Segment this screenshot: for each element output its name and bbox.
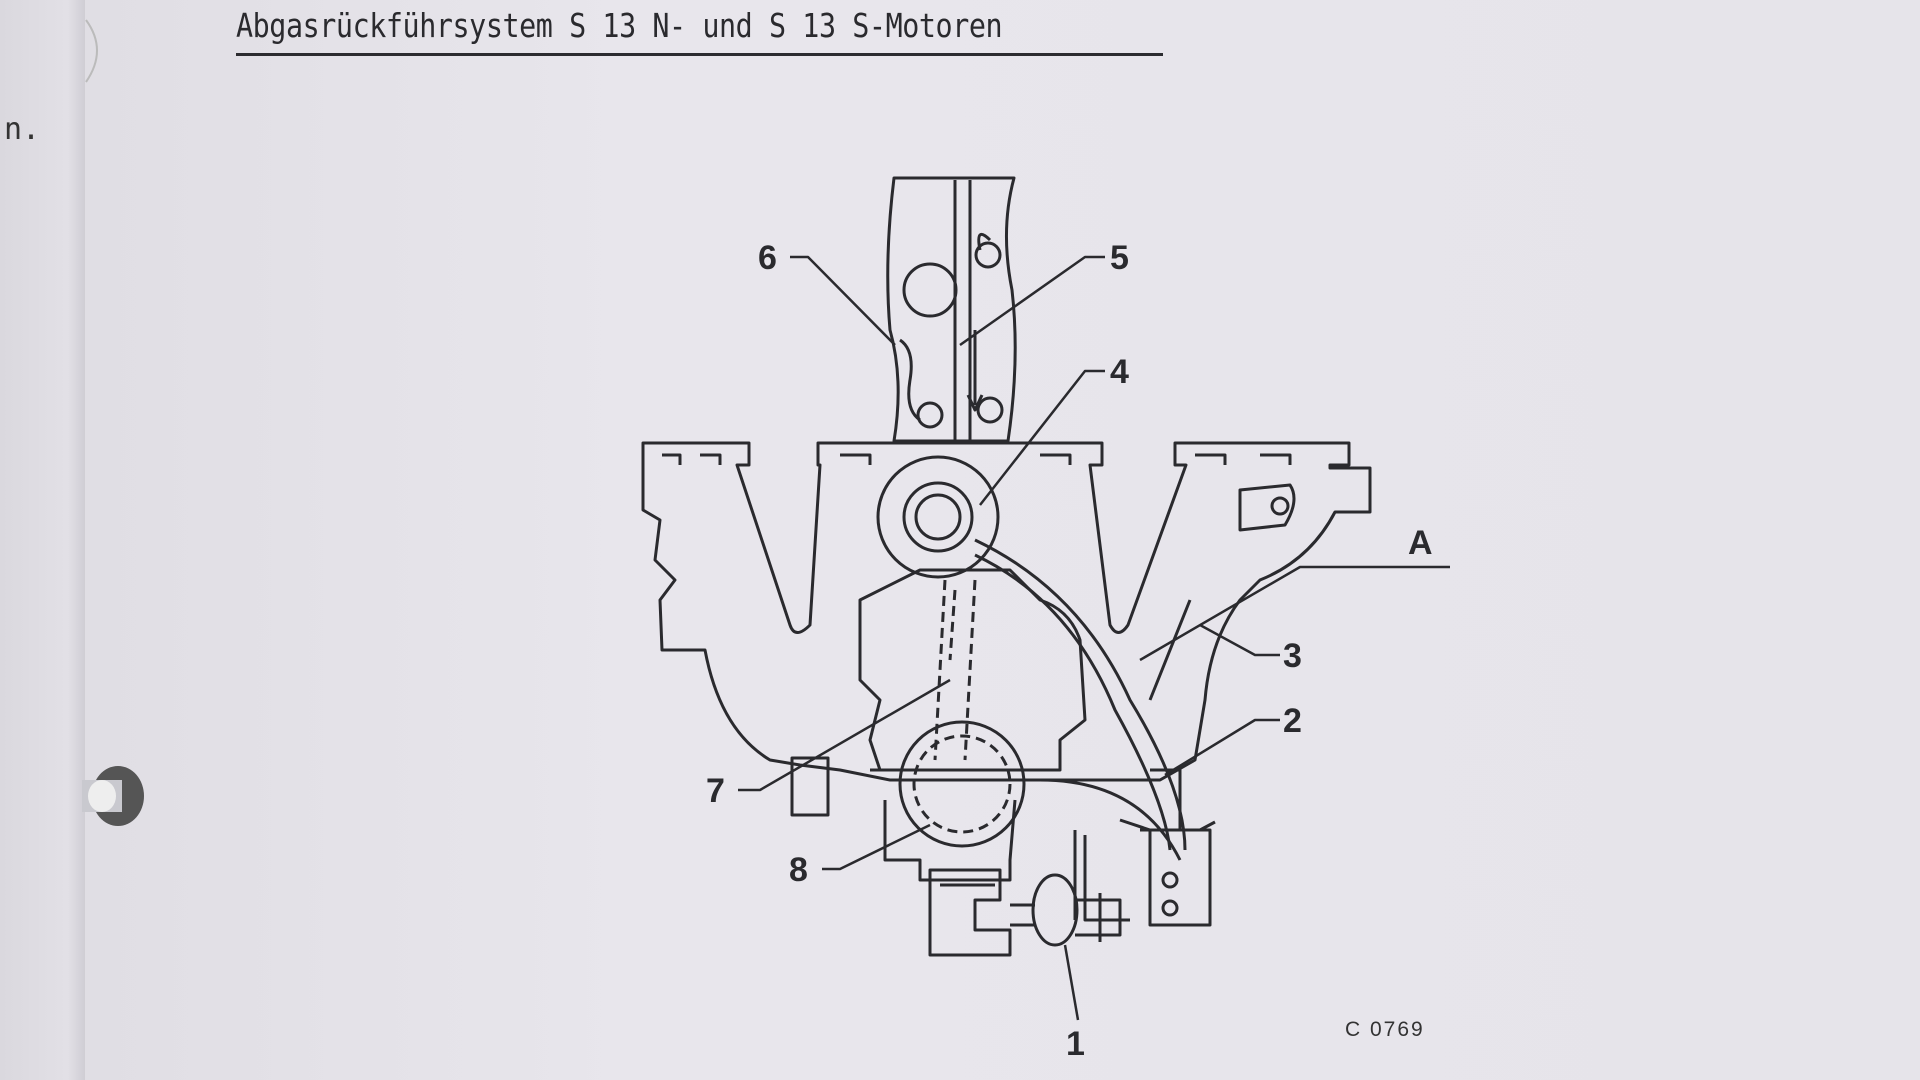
vacuum-hose [974,538,1187,861]
title-underline [236,53,1163,56]
egr-channel [933,579,977,761]
callout-2: 2 [1283,702,1302,740]
exhaust-manifold [641,441,1372,782]
mixing-chamber [790,720,1055,882]
page-curl [85,19,98,83]
callout-6: 6 [758,239,777,277]
facing-page-edge [0,0,85,1080]
callout-1: 1 [1066,1025,1085,1063]
callout-A: A [1408,524,1433,562]
diagram-callouts: 1 2 3 4 5 6 7 8 A [706,239,1433,1063]
binder-ring-icon [82,766,144,826]
callout-7: 7 [706,772,725,810]
callout-8: 8 [789,851,808,889]
callout-5: 5 [1110,239,1129,277]
egr-valve [876,455,1000,579]
page-title: Abgasrückführsystem S 13 N- und S 13 S-M… [236,6,1003,45]
callout-3: 3 [1283,637,1302,675]
callout-leaders [738,255,1450,1021]
callout-4: 4 [1110,353,1129,391]
intake-column [886,176,1017,443]
manual-page [85,0,1920,1080]
margin-mark: n. [4,112,41,147]
temperature-switch-bracket [1073,768,1216,927]
thermo-valve [928,868,1122,957]
figure-code: C 0769 [1345,1018,1425,1041]
